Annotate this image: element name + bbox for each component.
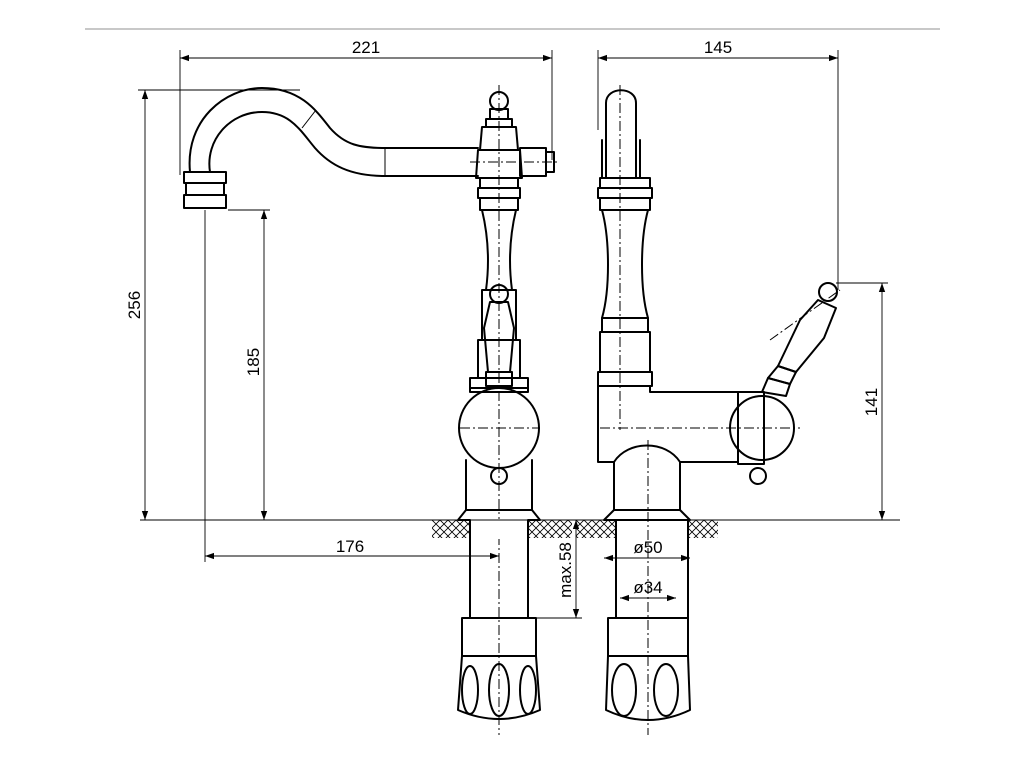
dim-side-width: 145 (597, 38, 839, 290)
dim-256-label: 256 (125, 291, 144, 319)
dim-spout-height: 185 (228, 209, 270, 520)
dim-221-label: 221 (352, 38, 380, 57)
dim-spout-reach: 176 (204, 210, 499, 562)
side-view (597, 85, 841, 735)
dim-shank-diameter: ø34 (620, 578, 676, 602)
front-body (457, 91, 555, 521)
dim-185-label: 185 (244, 348, 263, 376)
dim-145-label: 145 (704, 38, 732, 57)
dim-176-label: 176 (336, 537, 364, 556)
dim-max-deck: max.58 (528, 520, 582, 619)
dim-hole-diameter: ø50 (604, 538, 690, 562)
side-lever (761, 282, 838, 397)
dim-handle-height: 141 (836, 282, 888, 520)
dim-max58-label: max.58 (556, 542, 575, 598)
dim-overall-height: 256 (125, 89, 300, 520)
front-view (183, 85, 560, 735)
spout (183, 87, 479, 209)
dim-overall-width: 221 (179, 38, 553, 175)
dim-d34-label: ø34 (633, 578, 662, 597)
dim-141-label: 141 (862, 388, 881, 416)
dim-d50-label: ø50 (633, 538, 662, 557)
